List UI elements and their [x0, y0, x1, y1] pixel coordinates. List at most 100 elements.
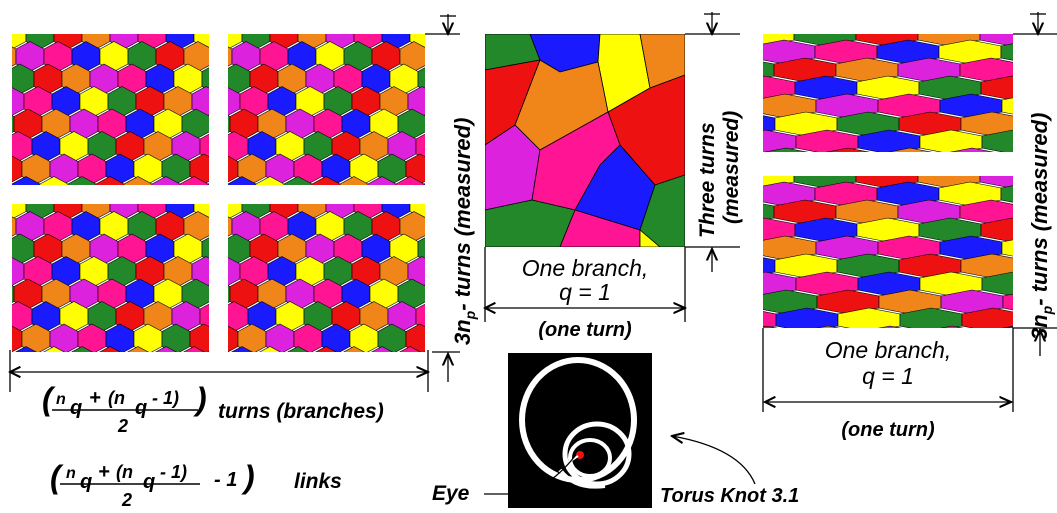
- svg-text:q: q: [143, 471, 155, 493]
- right-vertical-label: 3np- turns (measured): [1027, 113, 1055, 340]
- tiling-cell: [358, 369, 386, 399]
- tiling-cell: [224, 0, 252, 27]
- svg-text:q: q: [135, 397, 147, 419]
- tiling-cell: [36, 0, 64, 27]
- cylinder-tiling-top-left: [0, 0, 316, 185]
- tiling-cell: [756, 344, 818, 368]
- tiling-cell: [1000, 43, 1013, 61]
- tiling-cell: [155, 346, 177, 352]
- eye-label: Eye: [432, 482, 470, 505]
- tiling-cell: [308, 0, 336, 27]
- tiling-cell: [651, 254, 713, 278]
- tiling-cell: [310, 369, 338, 399]
- tiling-cell: [371, 346, 393, 352]
- tiling-cell: [206, 0, 234, 4]
- tiling-cell: [981, 271, 1013, 297]
- tiling-cell: [302, 369, 330, 399]
- tiling-cell: [64, 0, 92, 27]
- tiling-cell: [835, 4, 897, 28]
- svg-text:+: +: [89, 387, 101, 409]
- tiling-cell: [46, 0, 74, 4]
- tiling-cell: [228, 204, 243, 220]
- tiling-cell: [0, 369, 2, 399]
- tiling-cell: [482, 279, 510, 309]
- tiling-cell: [500, 302, 528, 332]
- tiling-cell: [470, 369, 498, 399]
- tiling-cell: [442, 369, 470, 399]
- tiling-cell: [8, 0, 36, 27]
- tiling-cell: [189, 323, 209, 352]
- tiling-cell: [1001, 239, 1013, 257]
- tiling-cell: [460, 392, 488, 422]
- tiling-cell: [204, 0, 232, 27]
- tiling-cell: [897, 4, 959, 28]
- right-dimension-markers: [762, 12, 1057, 412]
- middle-branch-label: One branch,: [522, 255, 649, 281]
- tiling-cell: [876, 0, 938, 10]
- tiling-cell: [0, 392, 20, 422]
- tiling-cell: [199, 303, 209, 330]
- tiling-cell: [282, 369, 310, 399]
- tiling-cell: [186, 0, 214, 4]
- tiling-cell: [490, 324, 518, 354]
- tiling-cell: [692, 236, 754, 260]
- tiling-cell: [201, 237, 209, 261]
- stretched-tiling-bottom: [651, 176, 1013, 368]
- tiling-cell: [436, 87, 464, 117]
- tiling-cell: [232, 0, 260, 27]
- svg-text:q: q: [70, 397, 82, 419]
- tiling-cell: [234, 0, 262, 4]
- tiling-cell: [492, 257, 520, 287]
- tiling-cell: [480, 347, 508, 377]
- left-dimension-markers: [10, 14, 460, 392]
- left-vertical-label: 3np- turns (measured): [450, 118, 478, 345]
- tiling-cell: [476, 0, 504, 27]
- tiling-cell: [432, 392, 460, 422]
- tiling-cell: [402, 0, 430, 4]
- tiling-cell: [12, 115, 15, 133]
- tiling-cell: [825, 147, 871, 152]
- tiling-cell: [99, 346, 121, 352]
- tiling-cell: [74, 0, 102, 4]
- tiling-cell: [1001, 97, 1013, 115]
- svg-text:- 1): - 1): [160, 462, 187, 482]
- tiling-cell: [0, 302, 4, 332]
- tiling-cell: [12, 34, 27, 50]
- tiling-cell: [12, 204, 27, 220]
- tiling-cell: [346, 0, 374, 4]
- turns-formula: ( n q + (n q - 1) 2 ) turns (branches): [42, 381, 384, 436]
- tiling-cell: [130, 0, 158, 4]
- tiling-cell: [288, 0, 316, 27]
- tiling-cell: [405, 323, 425, 352]
- tiling-cell: [649, 4, 711, 28]
- tiling-cell: [1000, 0, 1057, 10]
- tiling-cell: [415, 133, 425, 160]
- tiling-cell: [0, 64, 6, 94]
- three-turns-label: Three turns: [696, 122, 719, 238]
- tiling-cell: [12, 285, 15, 303]
- tiling-cell: [404, 392, 432, 422]
- tiling-cell: [486, 0, 514, 4]
- tiling-cell: [814, 0, 876, 10]
- tiling-cell: [259, 346, 281, 352]
- tiling-cell: [887, 147, 933, 152]
- tiling-cell: [262, 0, 290, 4]
- tiling-cell: [0, 167, 8, 197]
- middle-dimension-markers: [485, 12, 740, 322]
- tiling-cell: [228, 34, 243, 50]
- tiling-cell: [0, 132, 4, 162]
- turns-branches-label: turns (branches): [218, 400, 384, 423]
- cylinder-tiling-top-right: [150, 0, 514, 185]
- tiling-cell: [420, 0, 448, 27]
- tiling-cell: [280, 0, 308, 27]
- middle-one-turn-label: (one turn): [538, 319, 632, 341]
- tiling-cell: [15, 346, 37, 352]
- tiling-cell: [1022, 58, 1057, 82]
- tiling-cell: [218, 369, 246, 399]
- tiling-cell: [399, 346, 421, 352]
- tiling-cell: [423, 183, 425, 185]
- tiling-cell: [270, 0, 298, 4]
- tiling-cell: [150, 0, 178, 4]
- tiling-cell: [816, 325, 840, 328]
